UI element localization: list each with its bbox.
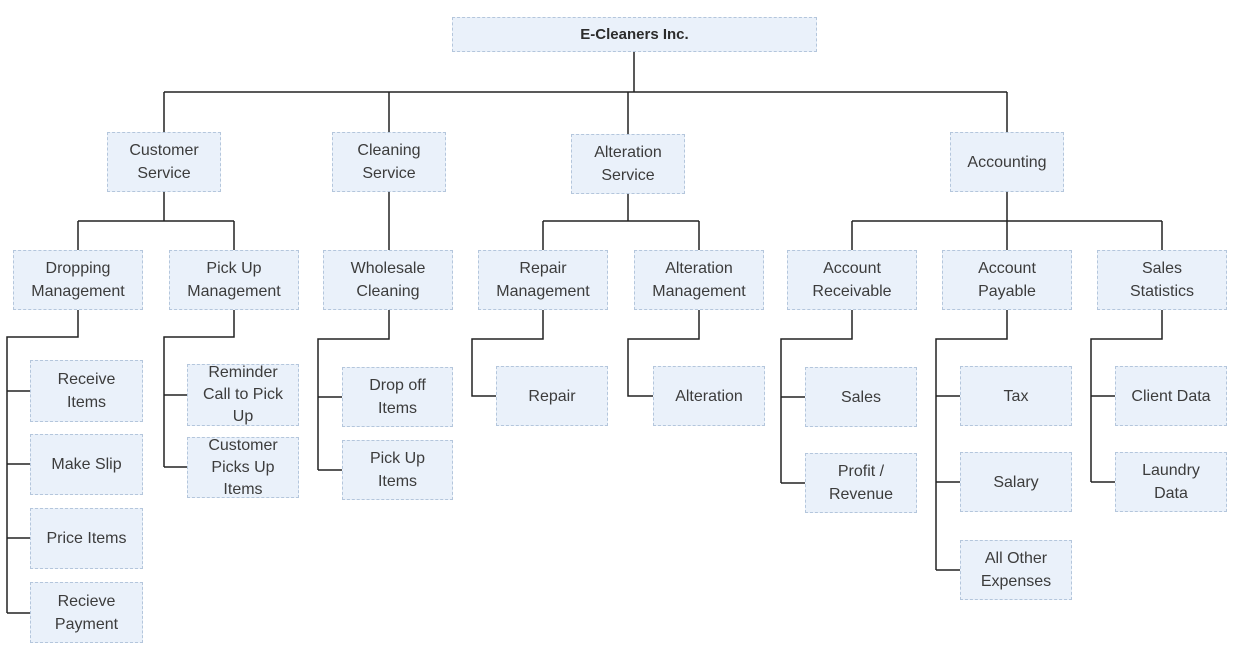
item-label: Client Data	[1131, 387, 1211, 405]
item-label: Profit / Revenue	[828, 463, 894, 503]
item-pick-up-items[interactable]: Pick Up Items	[342, 440, 453, 500]
item-reminder-call[interactable]: Reminder Call to Pick Up	[187, 364, 299, 426]
item-label: Laundry Data	[1142, 462, 1200, 502]
item-make-slip[interactable]: Make Slip	[30, 434, 143, 495]
group-sales-statistics[interactable]: Sales Statistics	[1097, 250, 1227, 310]
item-recieve-payment[interactable]: Recieve Payment	[30, 582, 143, 643]
root-node[interactable]: E-Cleaners Inc.	[452, 17, 817, 52]
item-label: Customer Picks Up Items	[208, 436, 278, 498]
item-label: Sales	[840, 388, 882, 406]
item-label: Alteration	[675, 387, 743, 405]
item-sales[interactable]: Sales	[805, 367, 917, 427]
item-tax[interactable]: Tax	[960, 366, 1072, 426]
item-laundry-data[interactable]: Laundry Data	[1115, 452, 1227, 512]
item-label: Salary	[993, 473, 1039, 491]
group-wholesale-cleaning[interactable]: Wholesale Cleaning	[323, 250, 453, 310]
group-repair-management[interactable]: Repair Management	[478, 250, 608, 310]
group-alteration-management[interactable]: Alteration Management	[634, 250, 764, 310]
group-label: Pick Up Management	[187, 260, 281, 300]
dept-label: Accounting	[967, 153, 1047, 171]
dept-label: Alteration Service	[594, 144, 662, 184]
dept-accounting[interactable]: Accounting	[950, 132, 1064, 192]
item-price-items[interactable]: Price Items	[30, 508, 143, 569]
root-label: E-Cleaners Inc.	[580, 26, 689, 43]
item-repair[interactable]: Repair	[496, 366, 608, 426]
item-label: Recieve Payment	[54, 592, 119, 633]
dept-label: Cleaning Service	[357, 142, 421, 182]
item-label: All Other Expenses	[980, 550, 1052, 590]
item-all-other-expenses[interactable]: All Other Expenses	[960, 540, 1072, 600]
item-drop-off-items[interactable]: Drop off Items	[342, 367, 453, 427]
dept-cleaning-service[interactable]: Cleaning Service	[332, 132, 446, 192]
item-receive-items[interactable]: Receive Items	[30, 360, 143, 422]
item-label: Tax	[1003, 387, 1029, 405]
item-client-data[interactable]: Client Data	[1115, 366, 1227, 426]
group-account-receivable[interactable]: Account Receivable	[787, 250, 917, 310]
item-alteration[interactable]: Alteration	[653, 366, 765, 426]
group-label: Alteration Management	[652, 260, 746, 300]
dept-label: Customer Service	[129, 142, 199, 182]
item-label: Drop off Items	[369, 377, 426, 417]
item-label: Pick Up Items	[369, 450, 426, 490]
item-label: Repair	[528, 387, 576, 405]
group-label: Sales Statistics	[1129, 260, 1194, 300]
group-label: Dropping Management	[31, 260, 125, 300]
group-label: Repair Management	[496, 260, 590, 300]
group-label: Wholesale Cleaning	[350, 260, 426, 300]
item-label: Make Slip	[51, 456, 122, 473]
group-label: Account Receivable	[812, 260, 892, 300]
item-salary[interactable]: Salary	[960, 452, 1072, 512]
group-label: Account Payable	[978, 260, 1036, 300]
item-profit-revenue[interactable]: Profit / Revenue	[805, 453, 917, 513]
dept-alteration-service[interactable]: Alteration Service	[571, 134, 685, 194]
group-pick-up-management[interactable]: Pick Up Management	[169, 250, 299, 310]
item-label: Price Items	[46, 530, 127, 547]
group-dropping-management[interactable]: Dropping Management	[13, 250, 143, 310]
group-account-payable[interactable]: Account Payable	[942, 250, 1072, 310]
item-label: Reminder Call to Pick Up	[202, 364, 284, 425]
dept-customer-service[interactable]: Customer Service	[107, 132, 221, 192]
item-label: Receive Items	[57, 371, 116, 411]
item-customer-picks-up[interactable]: Customer Picks Up Items	[187, 437, 299, 498]
